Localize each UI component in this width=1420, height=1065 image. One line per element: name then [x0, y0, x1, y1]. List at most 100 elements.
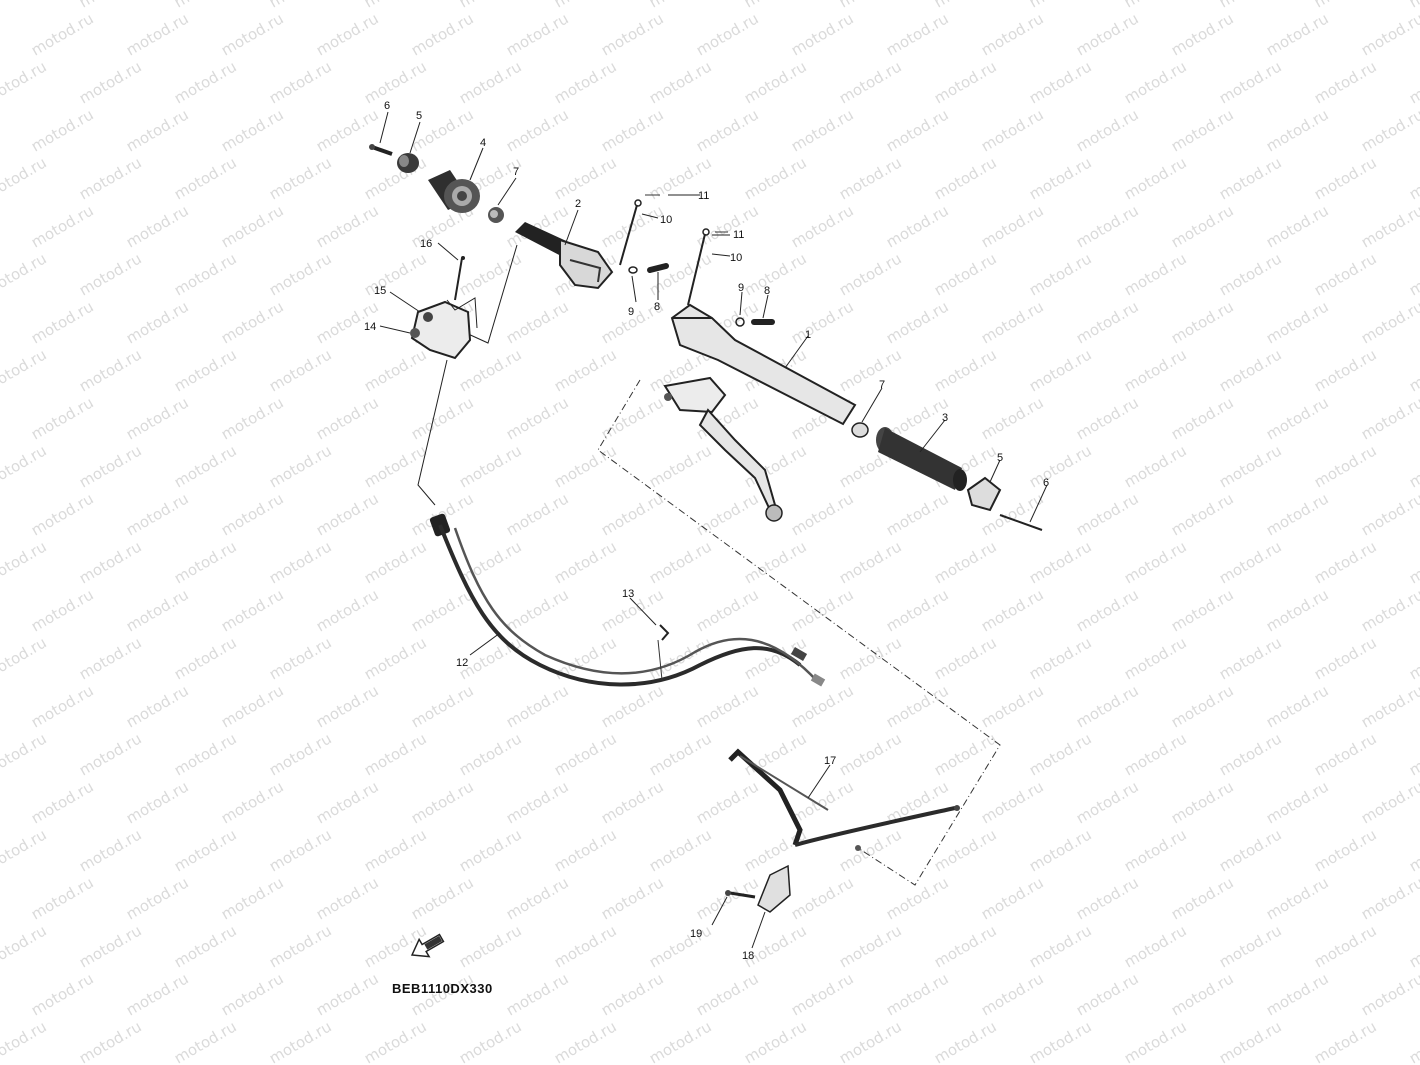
watermark-text: motod.ru [693, 681, 762, 731]
watermark-text: motod.ru [646, 57, 715, 107]
callout-1: 1 [805, 329, 811, 341]
watermark-text: motod.ru [1358, 489, 1420, 539]
watermark-text: motod.ru [0, 969, 2, 1019]
right-handlebar [670, 303, 857, 426]
watermark-text: motod.ru [551, 537, 620, 587]
watermark-text: motod.ru [0, 153, 50, 203]
watermark-text: motod.ru [313, 873, 382, 923]
callout-2: 2 [575, 198, 581, 210]
watermark-text: motod.ru [1263, 489, 1332, 539]
watermark-text: motod.ru [883, 9, 952, 59]
watermark-text: motod.ru [646, 249, 715, 299]
watermark-text: motod.ru [0, 489, 2, 539]
watermark-text: motod.ru [1121, 633, 1190, 683]
callout-8b: 8 [764, 285, 770, 297]
watermark-text: motod.ru [218, 297, 287, 347]
watermark-text: motod.ru [28, 297, 97, 347]
callout-11: 11 [698, 190, 709, 202]
watermark-text: motod.ru [883, 585, 952, 635]
handlebar-switch [410, 256, 478, 360]
watermark-text: motod.ru [978, 777, 1047, 827]
watermark-text: motod.ru [693, 585, 762, 635]
watermark-text: motod.ru [1406, 537, 1420, 587]
watermark-text: motod.ru [1358, 969, 1420, 1019]
watermark-text: motod.ru [1311, 153, 1380, 203]
watermark-text: motod.ru [0, 297, 2, 347]
watermark-text: motod.ru [788, 489, 857, 539]
watermark-text: motod.ru [978, 585, 1047, 635]
watermark-text: motod.ru [1263, 297, 1332, 347]
watermark-text: motod.ru [1216, 825, 1285, 875]
watermark-text: motod.ru [0, 777, 2, 827]
watermark-text: motod.ru [76, 1017, 145, 1065]
watermark-text: motod.ru [408, 9, 477, 59]
watermark-text: motod.ru [551, 57, 620, 107]
watermark-text: motod.ru [456, 345, 525, 395]
watermark-text: motod.ru [0, 873, 2, 923]
watermark-text: motod.ru [456, 1017, 525, 1065]
watermark-text: motod.ru [123, 969, 192, 1019]
bar-end-bolt-right [999, 514, 1043, 531]
watermark-text: motod.ru [1358, 105, 1420, 155]
callout-10: 10 [660, 214, 672, 226]
watermark-text: motod.ru [931, 57, 1000, 107]
watermark-text: motod.ru [598, 393, 667, 443]
callout-5b: 5 [997, 452, 1003, 464]
callout-3: 3 [942, 412, 948, 424]
watermark-text: motod.ru [693, 969, 762, 1019]
watermark-text: motod.ru [1263, 9, 1332, 59]
watermark-text: motod.ru [1026, 441, 1095, 491]
watermark-text: motod.ru [1026, 57, 1095, 107]
watermark-text: motod.ru [741, 921, 810, 971]
watermark-text: motod.ru [1406, 729, 1420, 779]
watermark-text: motod.ru [1406, 57, 1420, 107]
watermark-text: motod.ru [598, 873, 667, 923]
watermark-text: motod.ru [1216, 537, 1285, 587]
watermark-text: motod.ru [741, 153, 810, 203]
watermark-text: motod.ru [1026, 633, 1095, 683]
watermark-text: motod.ru [503, 393, 572, 443]
watermark-text: motod.ru [978, 105, 1047, 155]
watermark-text: motod.ru [1121, 537, 1190, 587]
watermark-text: motod.ru [456, 537, 525, 587]
watermark-text: motod.ru [836, 249, 905, 299]
watermark-text: motod.ru [883, 873, 952, 923]
watermark-text: motod.ru [313, 489, 382, 539]
throttle-grip [428, 170, 480, 213]
watermark-text: motod.ru [218, 681, 287, 731]
bar-end-right [966, 476, 1002, 512]
watermark-text: motod.ru [266, 249, 335, 299]
callout-9: 9 [628, 306, 634, 318]
watermark-text: motod.ru [1168, 585, 1237, 635]
watermark-text: motod.ru [1121, 729, 1190, 779]
watermark-text: motod.ru [408, 777, 477, 827]
callout-15: 15 [374, 285, 386, 297]
watermark-text: motod.ru [598, 489, 667, 539]
watermark-text: motod.ru [218, 9, 287, 59]
watermark-text: motod.ru [1026, 1017, 1095, 1065]
watermark-text: motod.ru [1073, 393, 1142, 443]
watermark-text: motod.ru [788, 585, 857, 635]
watermark-text: motod.ru [883, 489, 952, 539]
watermark-text: motod.ru [1121, 249, 1190, 299]
watermark-text: motod.ru [551, 441, 620, 491]
watermark-text: motod.ru [1216, 1017, 1285, 1065]
watermark-text: motod.ru [76, 729, 145, 779]
watermark-text: motod.ru [1073, 489, 1142, 539]
watermark-text: motod.ru [741, 57, 810, 107]
watermark-text: motod.ru [1073, 585, 1142, 635]
watermark-text: motod.ru [1073, 297, 1142, 347]
watermark-text: motod.ru [76, 825, 145, 875]
watermark-text: motod.ru [978, 969, 1047, 1019]
callout-12: 12 [456, 657, 468, 669]
watermark-text: motod.ru [361, 249, 430, 299]
watermark-text: motod.ru [1168, 105, 1237, 155]
watermark-text: motod.ru [883, 969, 952, 1019]
watermark-text: motod.ru [836, 57, 905, 107]
watermark-text: motod.ru [1406, 249, 1420, 299]
cable-bracket [725, 864, 791, 913]
watermark-text: motod.ru [1026, 729, 1095, 779]
watermark-text: motod.ru [218, 105, 287, 155]
watermark-text: motod.ru [978, 393, 1047, 443]
watermark-text: motod.ru [1358, 297, 1420, 347]
